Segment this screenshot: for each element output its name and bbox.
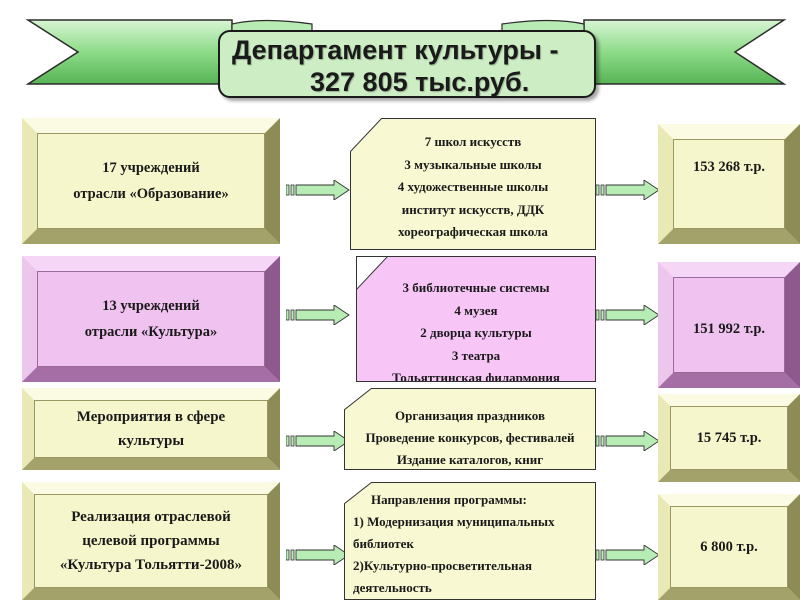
detail-line: институт искусств, ДДК bbox=[401, 201, 545, 217]
arrow-right-icon bbox=[596, 305, 660, 325]
culture-detail-box: 3 библиотечные системы 4 музея 2 дворца … bbox=[356, 256, 596, 382]
left-line: целевой программы bbox=[82, 533, 220, 549]
detail-line: 1) Модернизация муниципальных bbox=[353, 514, 555, 529]
title-line-1: Департамент культуры - bbox=[232, 35, 559, 65]
program-amount-box: 6 800 т.р. bbox=[658, 494, 800, 600]
left-line: отрасли «Культура» bbox=[84, 324, 218, 340]
program-detail-box: Направления программы: 1) Модернизация м… bbox=[344, 482, 596, 600]
detail-line: 3 библиотечные системы bbox=[402, 280, 550, 295]
detail-line: Направления программы: bbox=[371, 492, 527, 507]
program-box: Реализация отраслевой целевой программы … bbox=[22, 482, 280, 600]
detail-line: 7 школ искусств bbox=[424, 134, 522, 149]
amount-value: 6 800 т.р. bbox=[700, 539, 758, 555]
culture-institutions-box: 13 учреждений отрасли «Культура» bbox=[22, 256, 280, 382]
amount-value: 15 745 т.р. bbox=[696, 430, 762, 446]
education-amount-box: 153 268 т.р. bbox=[658, 124, 800, 244]
events-box: Мероприятия в сфере культуры bbox=[22, 388, 280, 470]
detail-line: 2)Культурно-просветительная bbox=[353, 558, 533, 573]
arrow-right-icon bbox=[596, 180, 660, 200]
title-total: 327 805 тыс.руб. bbox=[310, 67, 530, 97]
detail-line: Издание каталогов, книг bbox=[396, 452, 544, 467]
detail-line: 2 дворца культуры bbox=[420, 325, 532, 340]
detail-line: 4 художественные школы bbox=[397, 179, 549, 194]
detail-line: Организация праздников bbox=[395, 408, 545, 423]
left-line: 17 учреждений bbox=[102, 160, 200, 176]
left-line: «Культура Тольятти-2008» bbox=[59, 557, 243, 573]
education-institutions-box: 17 учреждений отрасли «Образование» bbox=[22, 118, 280, 244]
left-line: культуры bbox=[117, 433, 185, 449]
left-line: отрасли «Образование» bbox=[73, 186, 229, 202]
amount-value: 153 268 т.р. bbox=[692, 159, 766, 175]
arrow-right-icon bbox=[286, 180, 350, 200]
arrow-right-icon bbox=[286, 431, 350, 451]
detail-line: Тольяттинская филармония bbox=[392, 370, 560, 382]
detail-line: деятельность bbox=[353, 580, 432, 595]
detail-line: 3 музыкальные школы bbox=[404, 156, 542, 172]
title-box: Департамент культуры - 327 805 тыс.руб. bbox=[218, 30, 596, 98]
detail-line: 4 музея bbox=[454, 302, 498, 318]
events-amount-box: 15 745 т.р. bbox=[658, 394, 800, 482]
culture-amount-box: 151 992 т.р. bbox=[658, 262, 800, 388]
left-line: Мероприятия в сфере bbox=[76, 409, 226, 425]
arrow-right-icon bbox=[596, 431, 660, 451]
left-line: 13 учреждений bbox=[102, 298, 200, 314]
arrow-right-icon bbox=[596, 545, 660, 565]
left-line: Реализация отраслевой bbox=[71, 509, 231, 525]
education-detail-box: 7 школ искусств 3 музыкальные школы 4 ху… bbox=[350, 118, 596, 250]
detail-line: библиотек bbox=[353, 536, 414, 551]
detail-line: Проведение конкурсов, фестивалей bbox=[365, 430, 575, 445]
arrow-right-icon bbox=[286, 305, 350, 325]
detail-line: хореографическая школа bbox=[398, 224, 548, 239]
events-detail-box: Организация праздников Проведение конкур… bbox=[344, 388, 596, 470]
amount-value: 151 992 т.р. bbox=[692, 321, 766, 337]
arrow-right-icon bbox=[286, 545, 350, 565]
detail-line: 3 театра bbox=[451, 347, 501, 363]
